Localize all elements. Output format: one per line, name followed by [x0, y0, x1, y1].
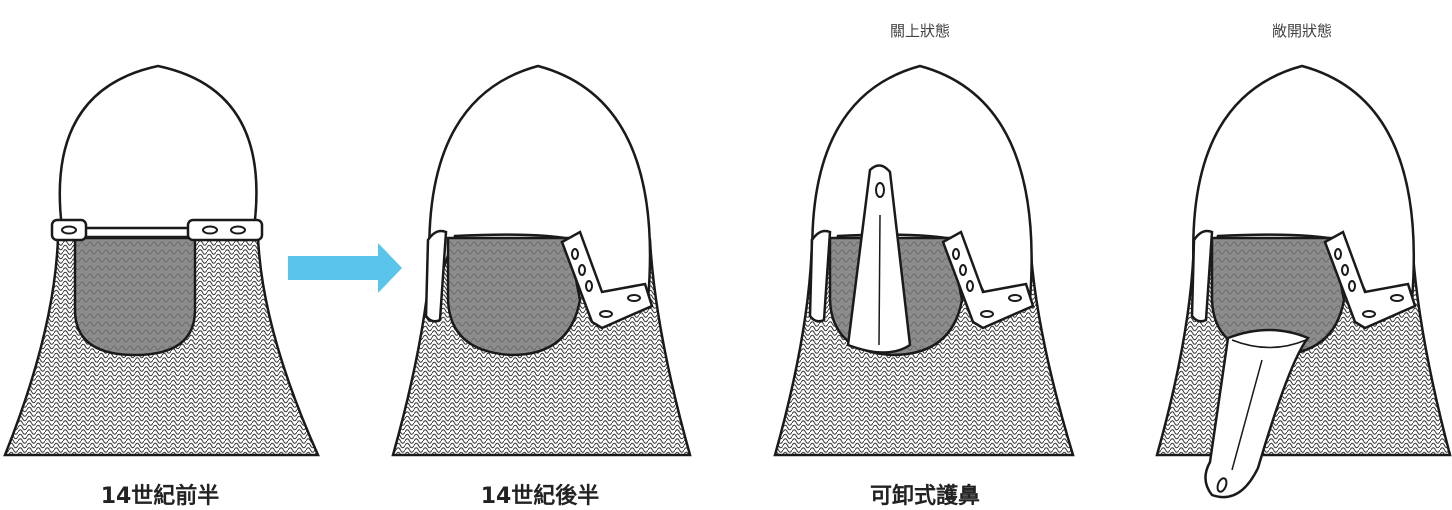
hinge-plate-left [808, 229, 832, 323]
face-padding [73, 236, 197, 357]
state-label-open: 敞開狀態 [1271, 22, 1333, 40]
hinge-plate-left [424, 229, 448, 323]
caption-helmet-3: 可卸式護鼻 [869, 484, 981, 509]
hinge-plate-right [560, 230, 654, 330]
face-padding [446, 236, 582, 357]
helmet-nasal-closed [773, 64, 1075, 457]
helmet-skull [58, 64, 258, 230]
caption-helmet-1: 14世紀前半 [100, 484, 220, 509]
hinge-plate-right [1323, 230, 1417, 330]
helmet-early-14th-century [3, 64, 320, 457]
hinge-plate-right [941, 230, 1035, 330]
caption-helmet-2: 14世紀後半 [480, 484, 600, 509]
hinge-plate-left [1190, 229, 1214, 323]
progression-arrow [288, 243, 402, 293]
helmet-late-14th-century [391, 64, 692, 457]
helmet-nasal-open [1155, 64, 1452, 499]
staple-right [186, 218, 264, 242]
nasal-guard-lowered [1204, 328, 1311, 499]
state-label-closed: 關上狀態 [889, 22, 951, 40]
staple-left [50, 218, 88, 242]
